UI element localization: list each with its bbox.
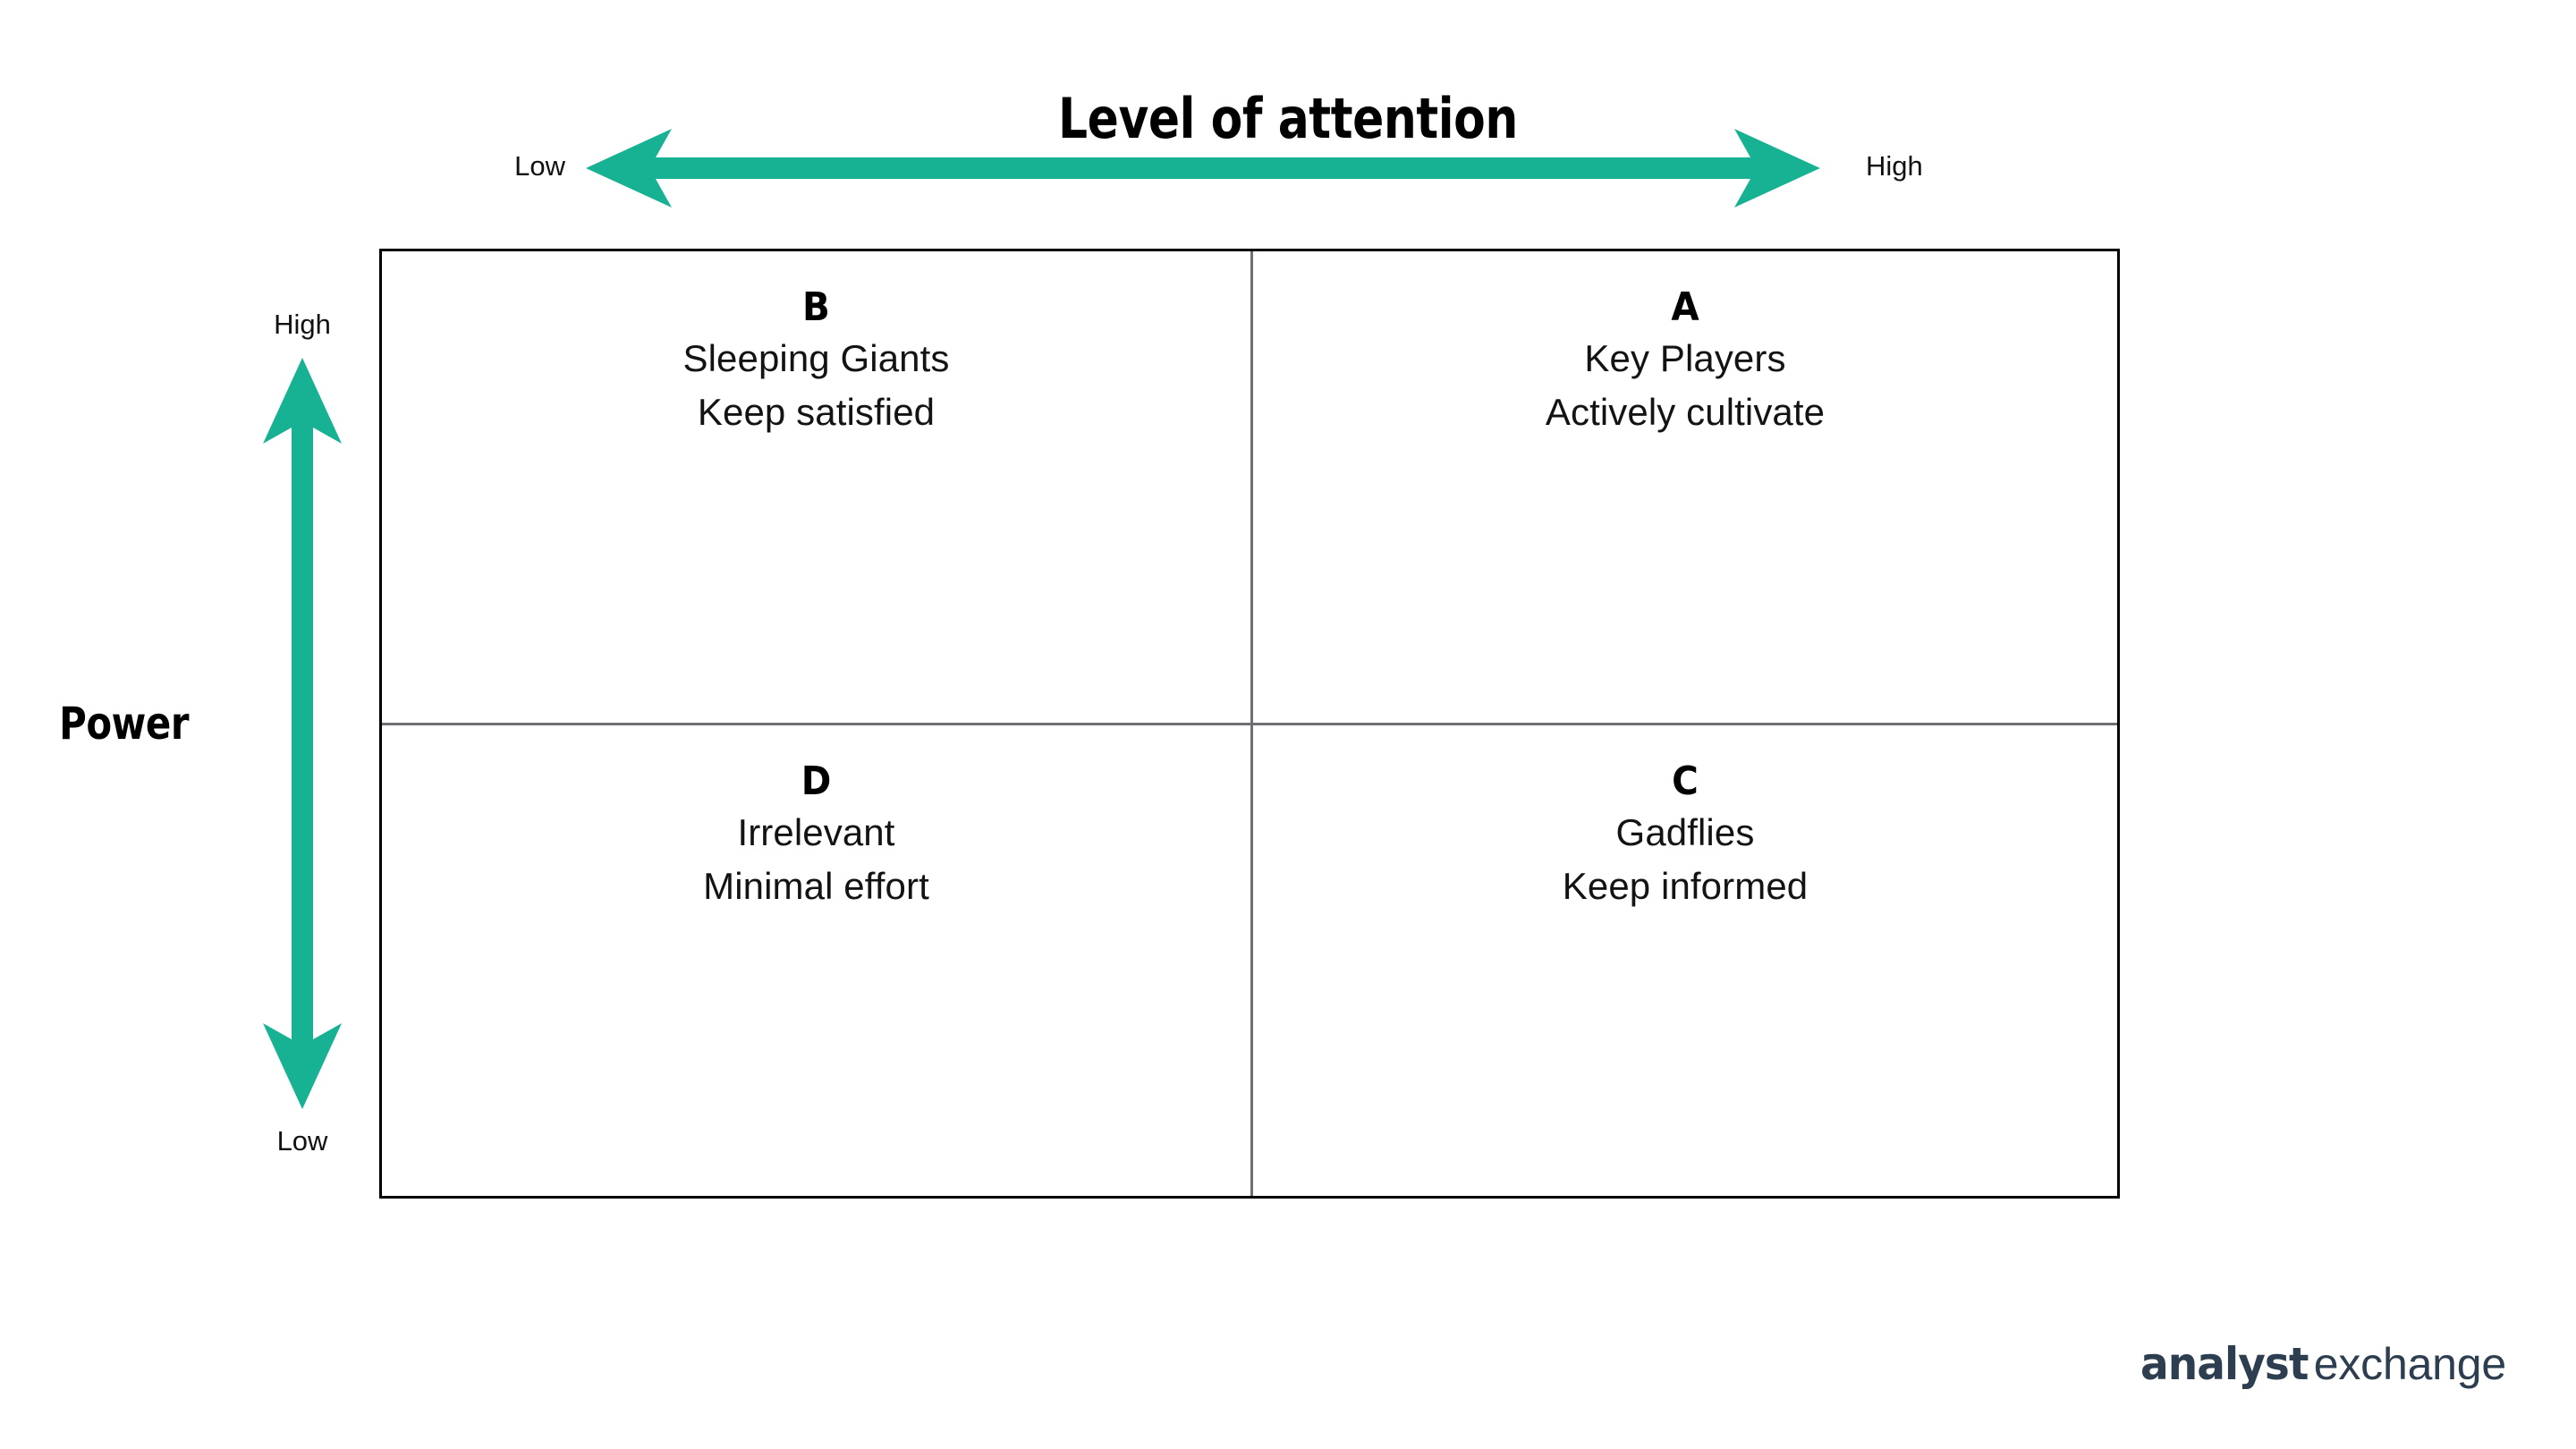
quadrant-b[interactable]: B Sleeping Giants Keep satisfied [382,251,1250,723]
quadrant-b-letter: B [802,284,830,330]
brand-logo-light-text: exchange [2313,1339,2506,1389]
x-axis-title-text: Level of attention [1058,86,1518,151]
double-headed-horizontal-arrow-icon [586,125,1820,211]
quadrant-d-action: Minimal effort [703,865,929,907]
brand-logo-bold-text: analyst [2140,1338,2309,1390]
quadrant-b-name: Sleeping Giants [682,337,950,379]
x-axis-high-label: High [1866,150,1923,182]
quadrant-a-action: Actively cultivate [1545,391,1826,433]
quadrant-a-letter: A [1671,284,1699,330]
quadrant-c-action: Keep informed [1562,865,1809,907]
quadrant-d-name: Irrelevant [737,811,895,853]
x-axis-low-label: Low [514,150,565,182]
quadrant-a-name: Key Players [1584,337,1786,379]
quadrant-a[interactable]: A Key Players Actively cultivate [1253,251,2117,723]
x-axis-title: Level of attention [90,88,2486,150]
quadrant-d-letter: D [801,758,832,804]
matrix-horizontal-divider [382,723,2117,725]
quadrant-b-action: Keep satisfied [697,391,936,433]
quadrant-c-letter: C [1672,758,1699,804]
y-axis-high-label: High [274,309,331,340]
y-axis-low-label: Low [276,1125,328,1157]
quadrant-c[interactable]: C Gadflies Keep informed [1253,725,2117,1196]
double-headed-vertical-arrow-icon [259,358,345,1109]
y-axis-title: Power [59,698,203,750]
y-axis-title-text: Power [59,698,190,750]
quadrant-c-name: Gadflies [1615,811,1755,853]
quadrant-d[interactable]: D Irrelevant Minimal effort [382,725,1250,1196]
